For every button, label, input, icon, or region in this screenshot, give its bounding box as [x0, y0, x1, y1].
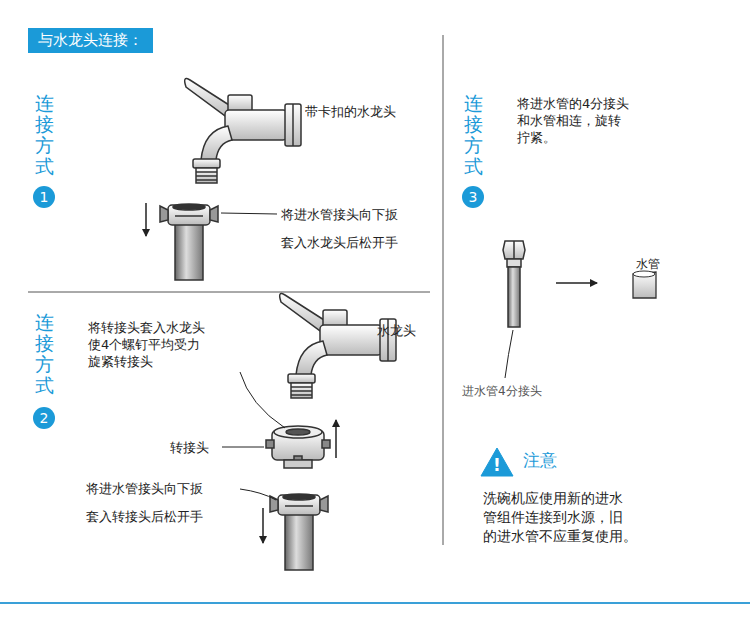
- part-label: 进水管4分接头: [462, 383, 542, 400]
- method-label: 连接方式: [35, 312, 54, 396]
- step-number: 3: [462, 186, 484, 208]
- instruction: 将进水管的4分接头 和水管相连，旋转 拧紧。: [517, 95, 647, 146]
- notice-heading: 注意: [523, 452, 557, 469]
- instruction: 套入水龙头后松开手: [281, 234, 398, 251]
- part-label: 水龙头: [377, 322, 416, 339]
- header-band: 与水龙头连接：: [28, 28, 153, 53]
- instruction: 将进水管接头向下扳: [281, 206, 398, 223]
- node-text: 与水龙头连接：: [38, 31, 143, 49]
- part-label: 转接头: [170, 439, 209, 456]
- warning-icon: !: [480, 447, 514, 477]
- method-label: 连接方式: [35, 93, 54, 177]
- method-label: 连接方式: [464, 93, 483, 177]
- node-text: 3: [469, 189, 478, 205]
- node-text: 1: [40, 189, 49, 205]
- node-text: !: [480, 455, 514, 475]
- node-text: 2: [40, 410, 49, 426]
- notice-text: 洗碗机应使用新的进水 管组件连接到水源，旧 的进水管不应重复使用。: [483, 489, 651, 546]
- instruction: 将转接头套入水龙头 使4个螺钉平均受力 旋紧转接头: [88, 319, 263, 370]
- part-label: 水管: [636, 256, 660, 273]
- step-number: 2: [33, 407, 55, 429]
- instruction: 套入转接头后松开手: [86, 508, 203, 525]
- part-label: 带卡扣的水龙头: [305, 103, 396, 120]
- instruction: 将进水管接头向下扳: [86, 480, 203, 497]
- step-number: 1: [33, 186, 55, 208]
